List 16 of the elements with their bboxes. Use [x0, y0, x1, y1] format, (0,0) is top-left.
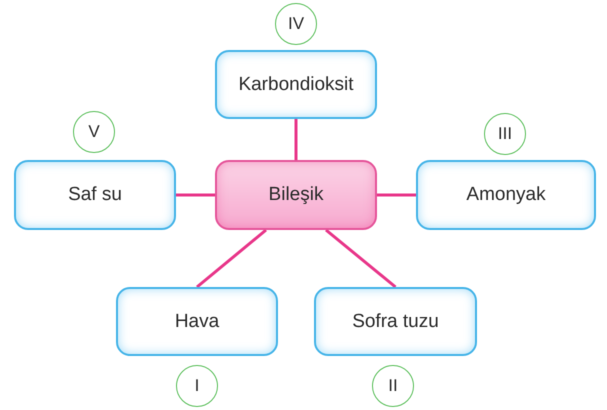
connector-line: [176, 194, 215, 196]
concept-box: Hava: [116, 287, 278, 356]
central-concept-box: Bileşik: [215, 160, 377, 230]
concept-box: Sofra tuzu: [314, 287, 477, 356]
connector-line: [294, 119, 298, 160]
connector-line: [325, 228, 396, 288]
numeral-circle: II: [372, 365, 414, 407]
numeral-circle: IV: [275, 3, 317, 45]
numeral-circle: V: [73, 111, 115, 153]
concept-box: Saf su: [14, 160, 176, 230]
concept-box: Amonyak: [416, 160, 596, 230]
concept-box: Karbondioksit: [215, 50, 377, 119]
numeral-circle: III: [484, 113, 526, 155]
numeral-circle: I: [176, 365, 218, 407]
connector-line: [196, 228, 267, 288]
connector-line: [377, 194, 416, 196]
